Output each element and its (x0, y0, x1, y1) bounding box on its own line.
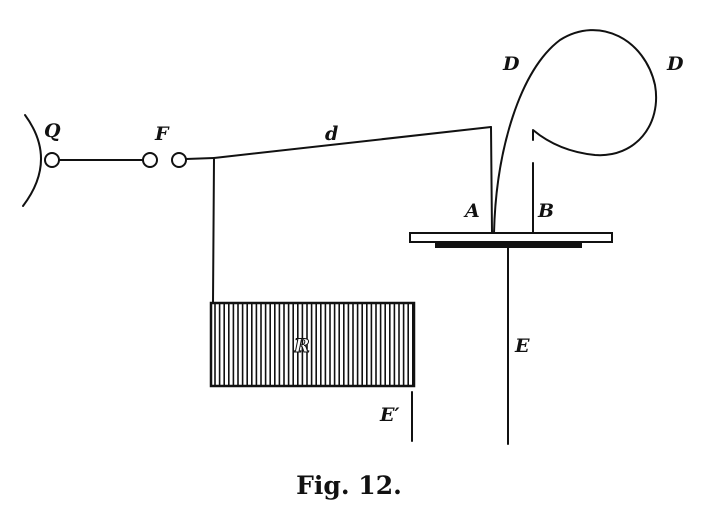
spark-gap-ball-right (171, 152, 187, 168)
condenser-plate (409, 232, 613, 243)
label-d-spiral-right: D (666, 53, 684, 75)
spark-gap-ball-left (142, 152, 158, 168)
label-f: F (154, 123, 170, 145)
figure-caption: Fig. 12. (296, 471, 402, 500)
label-a: A (463, 200, 480, 222)
spiral-conductor-d (493, 29, 658, 234)
wire-to-r (212, 157, 215, 304)
label-d-spiral-left: D (502, 53, 520, 75)
label-q: Q (44, 120, 61, 142)
terminal-q (44, 152, 60, 168)
label-e-prime: E′ (379, 404, 400, 426)
label-b: B (537, 200, 554, 222)
label-r: R (293, 335, 310, 357)
wire-d (213, 126, 492, 159)
label-e: E (514, 335, 530, 357)
resistance-hatching (214, 304, 414, 385)
resistance-r (209, 301, 416, 388)
label-d: d (325, 123, 338, 145)
wire-a (490, 126, 493, 234)
wire-f-junction (185, 157, 215, 160)
condenser-dielectric (435, 243, 582, 248)
curved-electrode-q (22, 114, 42, 207)
